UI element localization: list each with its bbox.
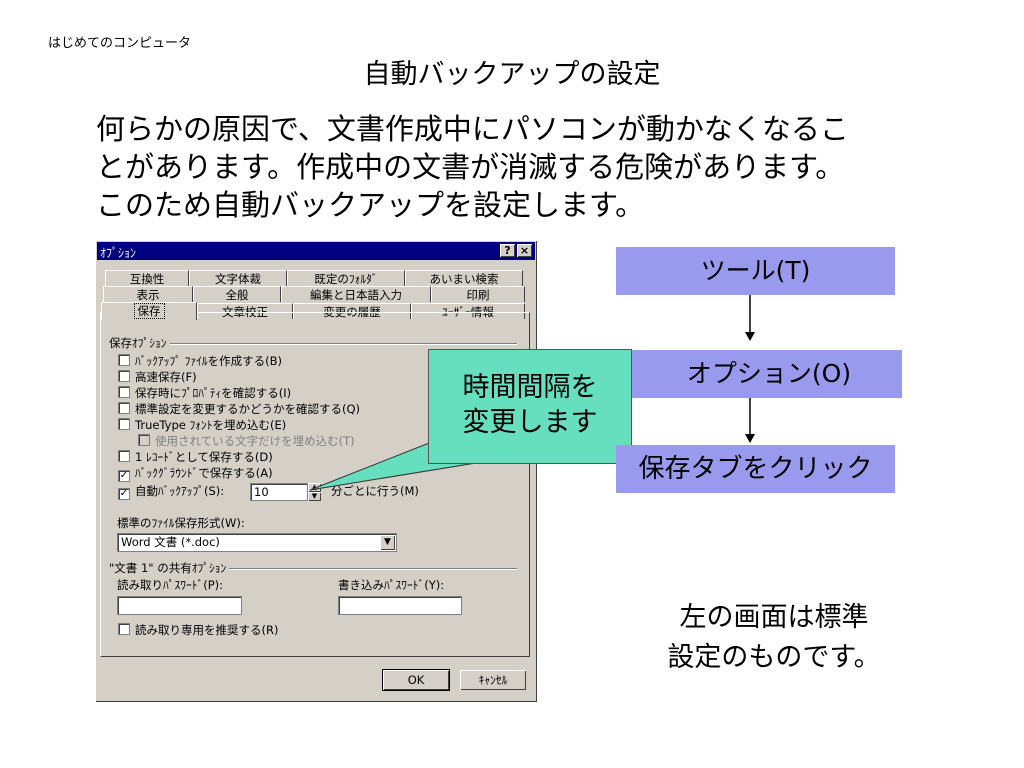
spin-down-icon[interactable]: ▼ xyxy=(308,492,321,501)
slide-header: はじめてのコンピュータ xyxy=(48,36,192,51)
save-options-label: 保存ｵﾌﾟｼｮﾝ xyxy=(109,335,170,351)
option-fast-save[interactable]: 高速保存(F) xyxy=(118,370,197,385)
tab-fuzzy-search[interactable]: あいまい検索 xyxy=(405,270,523,286)
option-label: ﾊﾞｯｸｱｯﾌﾟ ﾌｧｲﾙを作成する(B) xyxy=(135,354,283,368)
option-label: 読み取り専用を推奨する(R) xyxy=(135,623,279,637)
checkbox-checked[interactable]: ✓ xyxy=(118,470,130,482)
checkbox[interactable] xyxy=(118,418,130,430)
format-label: 標準のﾌｧｲﾙ保存形式(W): xyxy=(117,516,245,530)
tab-general[interactable]: 全般 xyxy=(193,286,281,302)
dialog-titlebar[interactable]: ｵﾌﾟｼｮﾝ ? × xyxy=(97,242,535,260)
option-prompt-normal[interactable]: 標準設定を変更するかどうかを確認する(Q) xyxy=(118,402,360,417)
checkbox[interactable] xyxy=(118,450,130,462)
slide-body: 何らかの原因で、文書作成中にパソコンが動かなくなるこ とがあります。作成中の文書… xyxy=(96,110,936,224)
body-line: とがあります。作成中の文書が消滅する危険があります。 xyxy=(96,150,845,184)
tab-default-folder[interactable]: 既定のﾌｫﾙﾀﾞ xyxy=(287,270,405,286)
option-embed-used-chars: 使用されている文字だけを埋め込む(T) xyxy=(138,434,355,449)
option-save-as-record[interactable]: 1 ﾚｺｰﾄﾞとして保存する(D) xyxy=(118,450,273,465)
ok-button[interactable]: OK xyxy=(382,669,450,691)
options-dialog: ｵﾌﾟｼｮﾝ ? × 互換性 文字体裁 既定のﾌｫﾙﾀﾞ あいまい検索 表示 全… xyxy=(95,240,537,702)
checkbox[interactable] xyxy=(118,402,130,414)
option-label: 1 ﾚｺｰﾄﾞとして保存する(D) xyxy=(135,450,273,464)
option-label: 高速保存(F) xyxy=(135,370,197,384)
option-label: 保存時にﾌﾟﾛﾊﾟﾃｨを確認する(I) xyxy=(135,386,292,400)
checkbox[interactable] xyxy=(118,354,130,366)
tab-view[interactable]: 表示 xyxy=(103,286,193,302)
option-prompt-properties[interactable]: 保存時にﾌﾟﾛﾊﾟﾃｨを確認する(I) xyxy=(118,386,291,401)
checkbox[interactable] xyxy=(118,386,130,398)
tab-compat[interactable]: 互換性 xyxy=(105,270,189,286)
chevron-down-icon[interactable]: ▼ xyxy=(380,535,395,550)
autosave-suffix: 分ごとに行う(M) xyxy=(331,484,419,498)
format-select[interactable]: Word 文書 (*.doc) xyxy=(117,533,397,552)
tab-proofing[interactable]: 文章校正 xyxy=(197,303,293,319)
read-password-label: 読み取りﾊﾟｽﾜｰﾄﾞ(P): xyxy=(117,578,224,592)
option-backup-copy[interactable]: ﾊﾞｯｸｱｯﾌﾟ ﾌｧｲﾙを作成する(B) xyxy=(118,354,282,369)
read-password-input[interactable] xyxy=(117,596,242,615)
group-divider xyxy=(109,343,517,345)
checkbox[interactable] xyxy=(118,623,130,635)
write-password-input[interactable] xyxy=(338,596,462,615)
callout-line: 時間間隔を xyxy=(462,372,598,403)
write-password-label: 書き込みﾊﾟｽﾜｰﾄﾞ(Y): xyxy=(338,578,445,592)
slide-title: 自動バックアップの設定 xyxy=(363,59,661,90)
option-label: TrueType ﾌｫﾝﾄを埋め込む(E) xyxy=(135,418,287,432)
option-label: 使用されている文字だけを埋め込む(T) xyxy=(155,434,355,448)
checkbox[interactable] xyxy=(118,370,130,382)
checkbox xyxy=(138,434,150,446)
flow-step-save-tab: 保存タブをクリック xyxy=(616,445,895,493)
note-line: 左の画面は標準 xyxy=(679,602,869,633)
callout-box: 時間間隔を 変更します xyxy=(428,349,632,464)
autosave-interval-input[interactable]: 10 xyxy=(250,483,308,501)
cancel-button[interactable]: ｷｬﾝｾﾙ xyxy=(459,669,527,691)
tab-save-label: 保存 xyxy=(133,303,165,319)
option-label: 自動ﾊﾞｯｸｱｯﾌﾟ(S): xyxy=(135,484,225,498)
share-options-label: "文書 1" の共有ｵﾌﾟｼｮﾝ xyxy=(109,560,230,576)
option-readonly-recommended[interactable]: 読み取り専用を推奨する(R) xyxy=(118,623,278,638)
flow-step-tools: ツール(T) xyxy=(616,247,895,295)
help-button[interactable]: ? xyxy=(500,244,515,257)
spin-up-icon[interactable]: ▲ xyxy=(308,483,321,492)
slide-note: 左の画面は標準 設定のものです。 xyxy=(646,598,902,678)
body-line: このため自動バックアップを設定します。 xyxy=(96,188,645,222)
option-autosave[interactable]: ✓ 自動ﾊﾞｯｸｱｯﾌﾟ(S): xyxy=(118,484,225,500)
checkbox-checked[interactable]: ✓ xyxy=(118,488,130,500)
save-tab-panel xyxy=(100,312,530,657)
group-divider xyxy=(109,568,517,570)
flow-step-options: オプション(O) xyxy=(616,350,902,398)
option-label: ﾊﾞｯｸｸﾞﾗｳﾝﾄﾞで保存する(A) xyxy=(135,466,273,480)
note-line: 設定のものです。 xyxy=(667,642,881,673)
tab-print[interactable]: 印刷 xyxy=(431,286,525,302)
tab-save[interactable]: 保存 xyxy=(101,302,197,320)
dialog-title: ｵﾌﾟｼｮﾝ xyxy=(100,246,137,260)
body-line: 何らかの原因で、文書作成中にパソコンが動かなくなるこ xyxy=(96,112,849,146)
close-button[interactable]: × xyxy=(517,244,532,257)
option-background-save[interactable]: ✓ ﾊﾞｯｸｸﾞﾗｳﾝﾄﾞで保存する(A) xyxy=(118,466,273,482)
option-embed-truetype[interactable]: TrueType ﾌｫﾝﾄを埋め込む(E) xyxy=(118,418,286,433)
tab-typography[interactable]: 文字体裁 xyxy=(189,270,287,286)
tab-edit-ime[interactable]: 編集と日本語入力 xyxy=(281,286,431,302)
callout-line: 変更します xyxy=(462,407,598,438)
option-label: 標準設定を変更するかどうかを確認する(Q) xyxy=(135,402,361,416)
